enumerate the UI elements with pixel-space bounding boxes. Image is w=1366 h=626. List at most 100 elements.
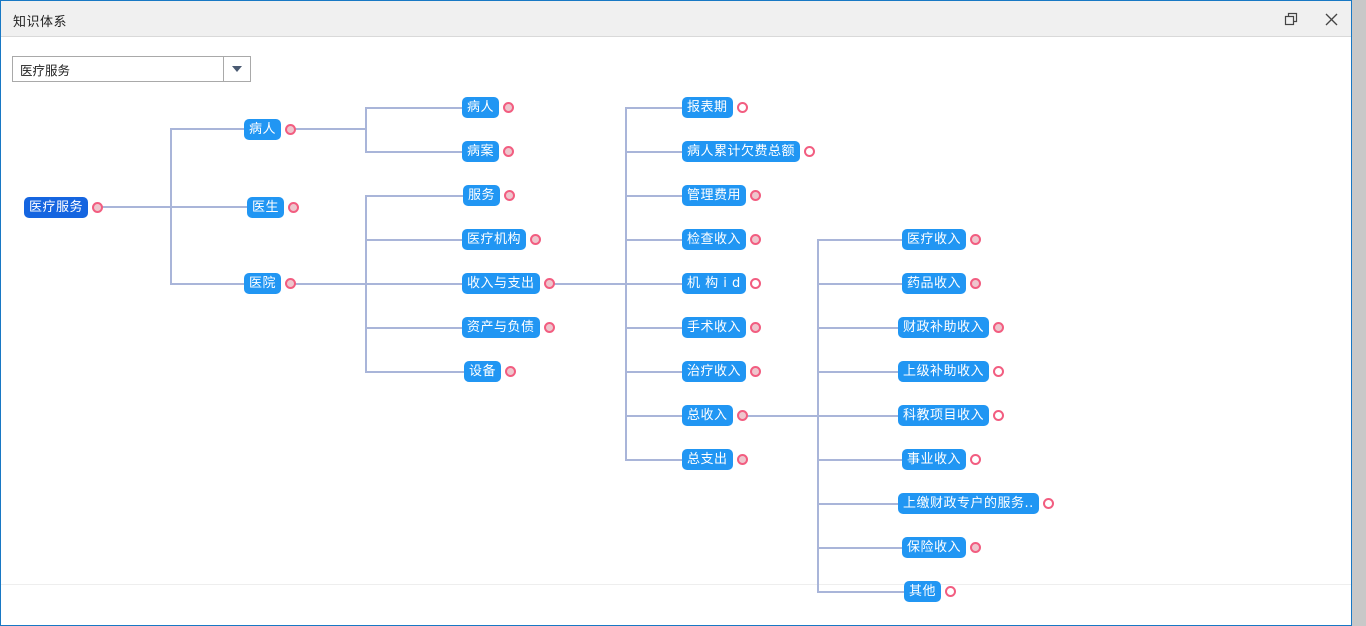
tree-node-expand-dot-icon[interactable] <box>503 102 515 113</box>
tree-node-expand-dot-icon[interactable] <box>505 366 517 377</box>
toolbar: 医疗服务 <box>1 38 1351 85</box>
tree-node-label: 病人 <box>244 119 282 140</box>
tree-node-label: 事业收入 <box>902 449 967 470</box>
tree-node[interactable]: 服务 <box>463 185 516 206</box>
tree-node[interactable]: 病人 <box>244 119 297 140</box>
tree-node[interactable]: 其他 <box>904 581 957 602</box>
tree-node-expand-dot-icon[interactable] <box>285 278 297 289</box>
tree-node-expand-dot-icon[interactable] <box>736 410 748 421</box>
tree-node-expand-dot-icon[interactable] <box>750 190 762 201</box>
tree-node-expand-dot-icon[interactable] <box>1042 498 1054 509</box>
tree-link <box>365 283 462 285</box>
tree-canvas[interactable]: 医疗服务 病人医生医院 病人病案服务医疗机构收入与支出资产与负债设备 报表期病人累计欠… <box>1 85 1351 625</box>
tree-node[interactable]: 医疗机构 <box>462 229 542 250</box>
tree-node[interactable]: 医疗收入 <box>902 229 982 250</box>
tree-node[interactable]: 病人累计欠费总额 <box>682 141 816 162</box>
tree-node[interactable]: 机 构 i d <box>682 273 761 294</box>
tree-node[interactable]: 资产与负债 <box>462 317 555 338</box>
tree-link <box>817 503 899 505</box>
tree-link <box>170 128 244 130</box>
tree-node[interactable]: 医疗服务 <box>24 197 104 218</box>
tree-link <box>552 283 627 285</box>
tree-node[interactable]: 治疗收入 <box>682 361 762 382</box>
tree-node[interactable]: 上级补助收入 <box>898 361 1005 382</box>
domain-select-value: 医疗服务 <box>20 62 71 78</box>
tree-link <box>625 459 683 461</box>
tree-link <box>292 128 366 130</box>
tree-link <box>817 327 899 329</box>
tree-node[interactable]: 设备 <box>464 361 517 382</box>
tree-link <box>365 107 367 152</box>
tree-link <box>365 107 462 109</box>
tree-node[interactable]: 保险收入 <box>902 537 982 558</box>
tree-node-expand-dot-icon[interactable] <box>804 146 816 157</box>
tree-node-label: 总支出 <box>682 449 733 470</box>
tree-node-expand-dot-icon[interactable] <box>504 190 516 201</box>
tree-link <box>365 195 463 197</box>
restore-button[interactable] <box>1271 1 1311 37</box>
tree-node-expand-dot-icon[interactable] <box>530 234 542 245</box>
tree-node-label: 检查收入 <box>682 229 747 250</box>
close-button[interactable] <box>1311 1 1351 37</box>
tree-node-expand-dot-icon[interactable] <box>285 124 297 135</box>
tree-node-expand-dot-icon[interactable] <box>970 234 982 245</box>
tree-node-label: 病案 <box>462 141 500 162</box>
tree-node[interactable]: 财政补助收入 <box>898 317 1005 338</box>
tree-node-label: 收入与支出 <box>462 273 540 294</box>
tree-node[interactable]: 病案 <box>462 141 515 162</box>
tree-node-expand-dot-icon[interactable] <box>945 586 957 597</box>
tree-link <box>625 151 683 153</box>
tree-link <box>741 415 819 417</box>
tree-link <box>817 547 903 549</box>
tree-node-expand-dot-icon[interactable] <box>736 102 748 113</box>
tree-node-expand-dot-icon[interactable] <box>503 146 515 157</box>
tree-node-expand-dot-icon[interactable] <box>750 322 762 333</box>
tree-node-expand-dot-icon[interactable] <box>92 202 104 213</box>
tree-node-expand-dot-icon[interactable] <box>736 454 748 465</box>
tree-node-expand-dot-icon[interactable] <box>993 322 1005 333</box>
tree-node-label: 医疗机构 <box>462 229 527 250</box>
tree-node[interactable]: 报表期 <box>682 97 748 118</box>
domain-select[interactable]: 医疗服务 <box>12 56 251 82</box>
tree-node-label: 服务 <box>463 185 501 206</box>
tree-node[interactable]: 总支出 <box>682 449 748 470</box>
chevron-down-icon[interactable] <box>223 57 250 81</box>
tree-node-expand-dot-icon[interactable] <box>750 366 762 377</box>
tree-node[interactable]: 收入与支出 <box>462 273 555 294</box>
tree-node[interactable]: 总收入 <box>682 405 748 426</box>
tree-node-expand-dot-icon[interactable] <box>750 234 762 245</box>
tree-node-label: 医院 <box>244 273 282 294</box>
tree-link <box>817 239 903 241</box>
tree-node-label: 病人 <box>462 97 500 118</box>
tree-node-expand-dot-icon[interactable] <box>970 454 982 465</box>
tree-node-expand-dot-icon[interactable] <box>970 278 982 289</box>
tree-node[interactable]: 管理费用 <box>682 185 762 206</box>
tree-node-expand-dot-icon[interactable] <box>543 322 555 333</box>
tree-node[interactable]: 科教项目收入 <box>898 405 1005 426</box>
tree-node-label: 医生 <box>247 197 285 218</box>
tree-node-label: 治疗收入 <box>682 361 747 382</box>
tree-node-label: 药品收入 <box>902 273 967 294</box>
tree-node-expand-dot-icon[interactable] <box>970 542 982 553</box>
tree-node[interactable]: 手术收入 <box>682 317 762 338</box>
tree-link <box>365 327 462 329</box>
tree-link <box>625 283 683 285</box>
tree-node[interactable]: 医生 <box>247 197 300 218</box>
tree-node[interactable]: 医院 <box>244 273 297 294</box>
tree-node-label: 医疗服务 <box>24 197 89 218</box>
tree-node[interactable]: 上缴财政专户的服务.. <box>898 493 1054 514</box>
tree-node-expand-dot-icon[interactable] <box>993 366 1005 377</box>
tree-node[interactable]: 检查收入 <box>682 229 762 250</box>
tree-link <box>817 591 905 593</box>
tree-node-expand-dot-icon[interactable] <box>288 202 300 213</box>
tree-node-expand-dot-icon[interactable] <box>749 278 761 289</box>
tree-link <box>99 206 171 208</box>
tree-node-expand-dot-icon[interactable] <box>543 278 555 289</box>
tree-node-expand-dot-icon[interactable] <box>993 410 1005 421</box>
tree-node[interactable]: 病人 <box>462 97 515 118</box>
tree-node[interactable]: 药品收入 <box>902 273 982 294</box>
tree-node-label: 其他 <box>904 581 942 602</box>
tree-link <box>365 371 464 373</box>
tree-node[interactable]: 事业收入 <box>902 449 982 470</box>
tree-node-label: 资产与负债 <box>462 317 540 338</box>
